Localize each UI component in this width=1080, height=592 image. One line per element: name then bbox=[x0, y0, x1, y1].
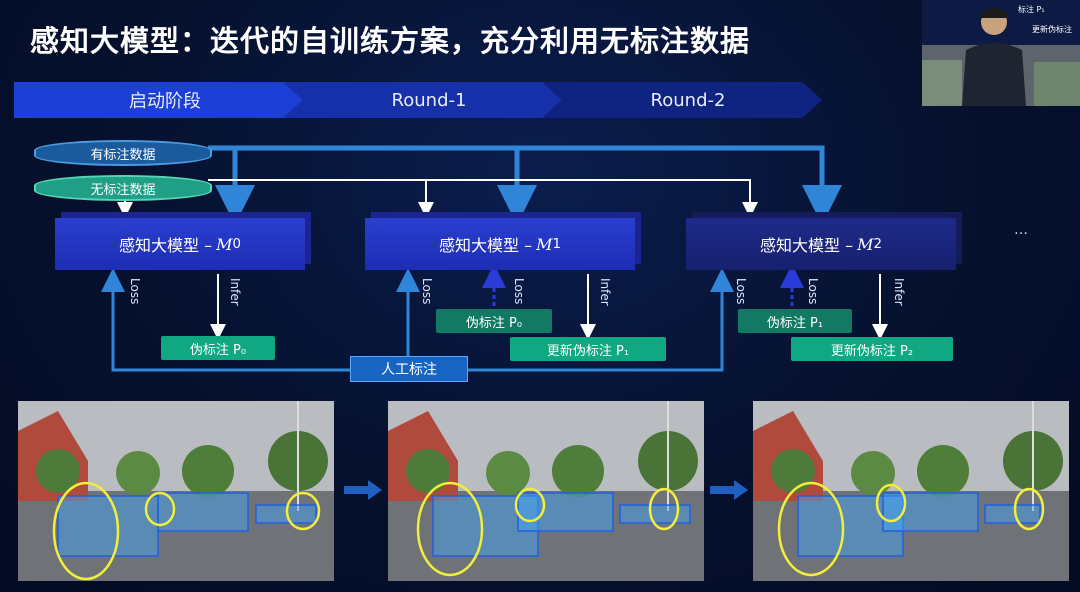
loss-label-m2-pseudo: Loss bbox=[806, 278, 820, 305]
stage-round-2: Round-2 bbox=[542, 82, 822, 118]
labeled-bus bbox=[208, 145, 842, 225]
model-m1-label: 感知大模型 – bbox=[439, 236, 533, 255]
model-m2-label: 感知大模型 – bbox=[760, 236, 854, 255]
stage-round-1-label: Round-1 bbox=[391, 89, 467, 111]
stage-start: 启动阶段 bbox=[14, 82, 304, 118]
infer-label-m1: Infer bbox=[598, 278, 612, 306]
street-scene-start bbox=[18, 401, 334, 581]
human-to-m2 bbox=[466, 268, 734, 372]
labeled-data-store: 有标注数据 bbox=[34, 140, 212, 166]
webcam-text-2: 更新伪标注 bbox=[1032, 25, 1072, 34]
stage-round-1: Round-1 bbox=[283, 82, 563, 118]
model-m1-symbol: M bbox=[536, 234, 553, 254]
pseudo-label-p0-input: 伪标注 P₀ bbox=[436, 309, 552, 333]
model-m0-symbol: M bbox=[216, 234, 233, 254]
model-m2-subscript: 2 bbox=[873, 236, 882, 252]
stage-start-label: 启动阶段 bbox=[129, 91, 201, 112]
loss-label-m1-pseudo: Loss bbox=[512, 278, 526, 305]
infer-label-m2: Infer bbox=[892, 278, 906, 306]
pseudo-label-p2-update: 更新伪标注 P₂ bbox=[791, 337, 953, 361]
infer-label-m0: Infer bbox=[228, 278, 242, 306]
street-scene-round-1 bbox=[388, 401, 704, 581]
stage-round-2-label: Round-2 bbox=[650, 89, 726, 111]
diagram-connectors bbox=[101, 145, 888, 372]
slide-title: 感知大模型：迭代的自训练方案，充分利用无标注数据 bbox=[30, 24, 751, 58]
continuation-ellipsis: … bbox=[1014, 222, 1028, 238]
pseudo-label-p1-input: 伪标注 P₁ bbox=[738, 309, 852, 333]
presenter-webcam: 标注 P₁ 更新伪标注 bbox=[922, 0, 1080, 106]
street-scene-round-2 bbox=[753, 401, 1069, 581]
loss-label-m2-human: Loss bbox=[734, 278, 748, 305]
pseudo-label-p1-update: 更新伪标注 P₁ bbox=[510, 337, 666, 361]
arrow-right-icon bbox=[344, 480, 382, 500]
webcam-text-1: 标注 P₁ bbox=[1018, 5, 1045, 14]
model-m1-subscript: 1 bbox=[552, 236, 561, 252]
model-m0-label: 感知大模型 – bbox=[119, 236, 213, 255]
unlabeled-data-store: 无标注数据 bbox=[34, 175, 212, 201]
loss-label-m1-human: Loss bbox=[420, 278, 434, 305]
loss-label-m0: Loss bbox=[128, 278, 142, 305]
pseudo-label-p0-output: 伪标注 P₀ bbox=[161, 336, 275, 360]
human-annotation-box: 人工标注 bbox=[350, 356, 468, 382]
model-m0-subscript: 0 bbox=[232, 236, 241, 252]
arrow-right-icon bbox=[710, 480, 748, 500]
unlabeled-bus bbox=[208, 179, 758, 218]
human-loop bbox=[101, 268, 350, 372]
model-m2-symbol: M bbox=[857, 234, 874, 254]
